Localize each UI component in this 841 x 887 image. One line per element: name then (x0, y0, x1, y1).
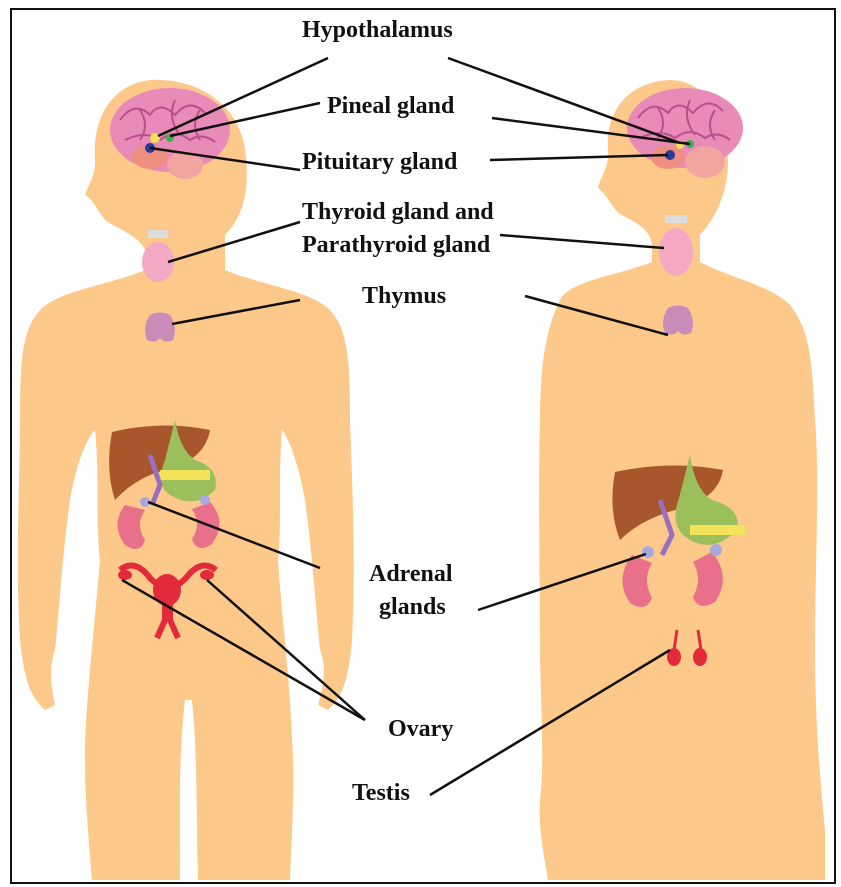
female-ovary-left (118, 570, 132, 580)
male-body (539, 80, 825, 880)
label-adrenal-line1: Adrenal (369, 561, 453, 588)
label-adrenal-line2: glands (379, 594, 446, 621)
label-thyroid-line1: Thyroid gland and (302, 199, 494, 226)
male-thymus (663, 306, 693, 335)
label-pituitary-gland: Pituitary gland (302, 149, 457, 176)
label-thyroid-line2: Parathyroid gland (302, 232, 490, 259)
female-ovary-right (200, 570, 214, 580)
label-hypothalamus: Hypothalamus (302, 17, 453, 44)
label-thymus: Thymus (362, 283, 446, 310)
male-adrenal-dot (642, 546, 654, 558)
male-testis-right (693, 648, 707, 666)
male-thyroid (659, 228, 693, 276)
male-cerebellum (685, 146, 725, 178)
leader-thyroid-male (500, 235, 664, 248)
label-ovary: Ovary (388, 716, 453, 743)
female-thymus (145, 313, 175, 342)
label-pineal-gland: Pineal gland (327, 93, 454, 120)
label-testis: Testis (352, 780, 410, 807)
